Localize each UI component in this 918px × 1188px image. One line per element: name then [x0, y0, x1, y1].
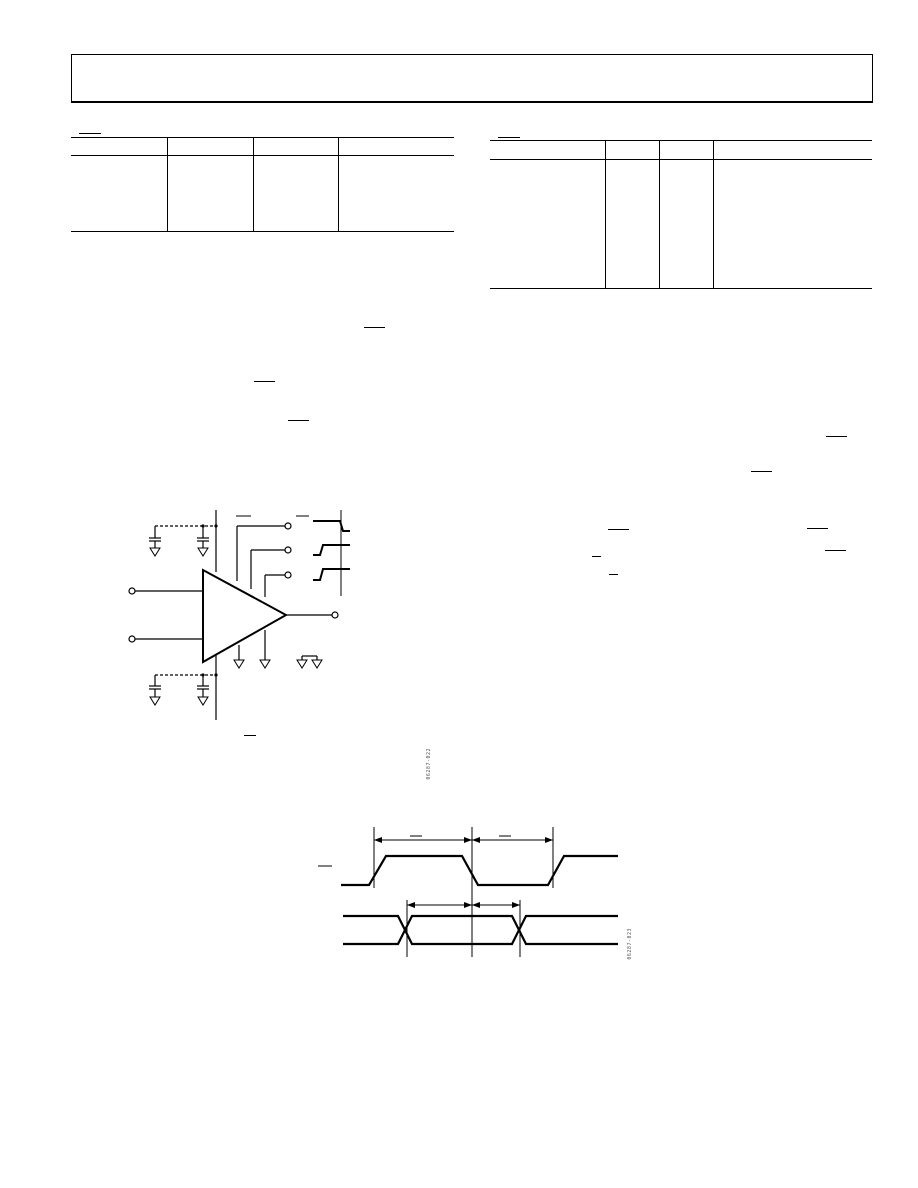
control-terminal-icon — [284, 522, 292, 530]
right-table-bottom-rule — [490, 288, 872, 289]
left-table-header-rule — [71, 155, 454, 156]
overbar-text-11 — [244, 735, 256, 736]
left-table-col-divider-1 — [167, 137, 168, 231]
overbar-text-3 — [288, 420, 309, 421]
output-signal-waveform — [343, 914, 618, 946]
overbar-text-5 — [751, 471, 772, 472]
overbar-text-10 — [609, 574, 618, 575]
left-table-col-divider-3 — [338, 137, 339, 231]
ground-icon — [233, 659, 245, 669]
control-signal-waveform — [341, 854, 618, 887]
overbar-text-4 — [826, 436, 847, 437]
right-table-col-divider-1 — [605, 140, 606, 288]
overbar-text-8 — [825, 550, 846, 551]
overbar-text-6 — [608, 529, 629, 530]
output-terminal-icon — [331, 611, 339, 619]
right-table-top-rule — [490, 140, 872, 141]
figure-number-schematic: 06287-022 — [426, 748, 432, 780]
left-table-top-rule — [71, 137, 454, 138]
input-terminal-icon — [128, 587, 136, 595]
right-table-caption-overbar — [498, 137, 520, 138]
right-table-col-divider-3 — [713, 140, 714, 288]
overbar-text-7 — [807, 528, 828, 529]
left-table-col-divider-2 — [253, 137, 254, 231]
control-terminal-icon — [284, 546, 292, 554]
ground-icon — [259, 659, 271, 669]
control-waveform-1 — [313, 520, 350, 532]
input-terminal-icon — [128, 635, 136, 643]
ground-icon — [149, 696, 161, 706]
left-table-bottom-rule — [71, 231, 454, 232]
ground-icon — [197, 547, 209, 557]
right-table-col-divider-2 — [659, 140, 660, 288]
ground-icon — [311, 659, 323, 669]
ground-icon — [296, 659, 308, 669]
overbar-text-1 — [364, 327, 385, 328]
page-header-box — [71, 54, 873, 103]
amplifier-triangle-icon — [202, 568, 289, 664]
figure-number-timing: 06287-023 — [627, 928, 633, 960]
ground-icon — [197, 696, 209, 706]
left-table-caption-overbar — [79, 133, 101, 134]
overbar-text-2 — [254, 381, 275, 382]
overbar-text-9 — [592, 556, 601, 557]
control-terminal-icon — [284, 571, 292, 579]
ground-icon — [149, 547, 161, 557]
right-table-header-rule — [490, 159, 872, 160]
